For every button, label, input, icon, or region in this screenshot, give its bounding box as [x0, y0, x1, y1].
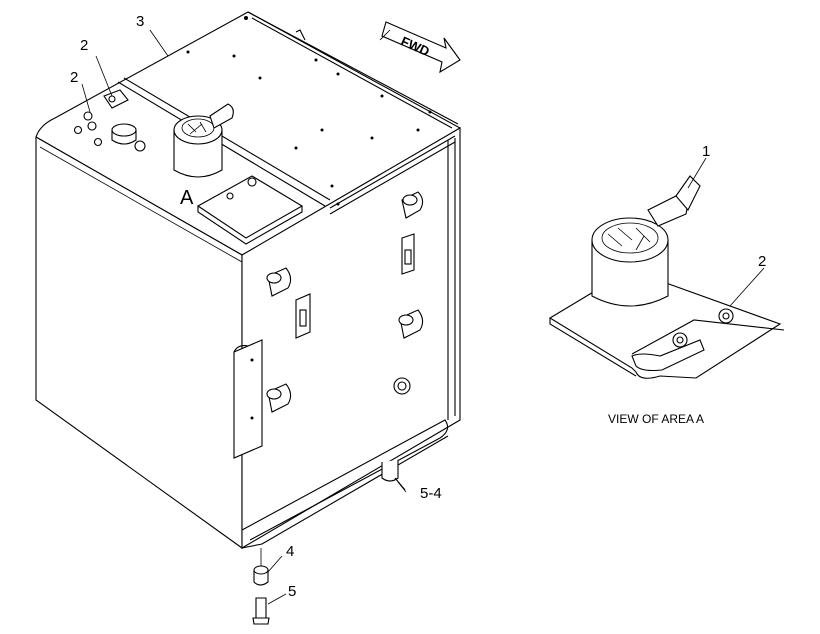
callout-1: 1 [702, 143, 710, 160]
hinge-bracket [233, 339, 263, 459]
detail-caption: VIEW OF AREA A [608, 412, 704, 426]
bolt-plate [73, 89, 146, 152]
access-cover [196, 175, 304, 245]
detail-view-area-a [548, 175, 785, 379]
view-label-a: A [180, 187, 194, 209]
fwd-label: FWD [399, 33, 432, 59]
callout-4: 4 [286, 543, 294, 560]
callout-2-lower: 2 [70, 69, 78, 86]
callout-5: 5 [288, 583, 296, 600]
hydraulic-tank [35, 11, 462, 550]
fwd-arrow-icon: FWD [379, 21, 461, 74]
leader-lines [81, 29, 765, 605]
callout-2-upper: 2 [80, 37, 88, 54]
bolt-part-5 [252, 597, 270, 625]
right-face-fittings [266, 191, 424, 413]
callout-5-4: 5-4 [420, 485, 442, 502]
spacer-part-4 [253, 565, 269, 586]
callout-3: 3 [136, 13, 144, 30]
callout-2-detail: 2 [758, 253, 766, 270]
breather-cap [173, 103, 234, 178]
